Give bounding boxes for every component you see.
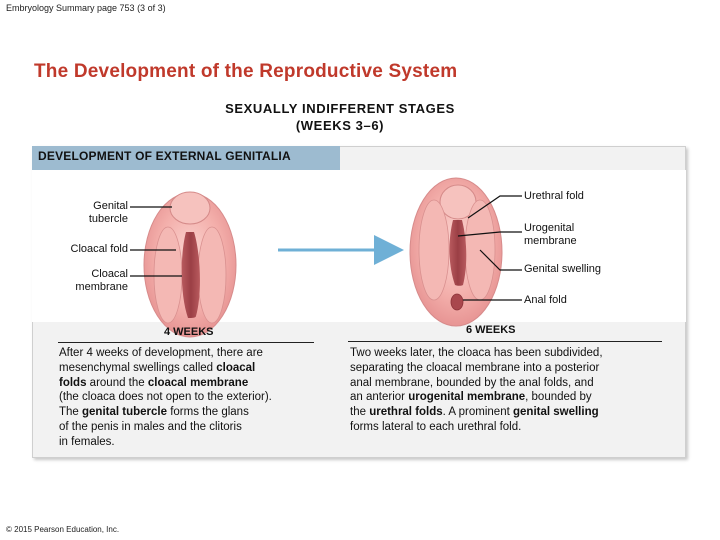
week-4-description: After 4 weeks of development, there are …	[59, 347, 272, 448]
leader-lines-right	[457, 195, 522, 301]
week-4-heading: 4 WEEKS	[164, 326, 214, 338]
page-header: Embryology Summary page 753 (3 of 3)	[6, 3, 166, 13]
panel-label: DEVELOPMENT OF EXTERNAL GENITALIA	[32, 146, 340, 170]
week-4-rule	[58, 342, 314, 343]
embryo-6-weeks	[409, 177, 503, 327]
label-urogenital-membrane: Urogenital membrane	[524, 222, 577, 247]
week-6-heading: 6 WEEKS	[466, 324, 516, 336]
figure-area	[32, 170, 686, 322]
stage-heading-line1: SEXUALLY INDIFFERENT STAGES	[225, 101, 455, 116]
stage-heading-line2: (WEEKS 3–6)	[295, 118, 385, 133]
slide-title: The Development of the Reproductive Syst…	[34, 61, 458, 82]
embryo-4-weeks	[143, 191, 237, 338]
week-6-description: Two weeks later, the cloaca has been sub…	[350, 347, 603, 433]
label-cloacal-fold: Cloacal fold	[70, 243, 128, 255]
label-urethral-fold: Urethral fold	[524, 190, 584, 202]
copyright-notice: © 2015 Pearson Education, Inc.	[6, 525, 120, 534]
label-genital-swelling: Genital swelling	[524, 263, 602, 275]
label-genital-tubercle: Genital tubercle	[88, 200, 128, 225]
leader-lines-left	[130, 206, 182, 277]
label-cloacal-membrane: Cloacal membrane	[75, 268, 128, 293]
label-anal-fold: Anal fold	[524, 294, 567, 306]
week-6-rule	[348, 341, 662, 342]
stage-heading: SEXUALLY INDIFFERENT STAGES (WEEKS 3–6)	[160, 100, 520, 134]
